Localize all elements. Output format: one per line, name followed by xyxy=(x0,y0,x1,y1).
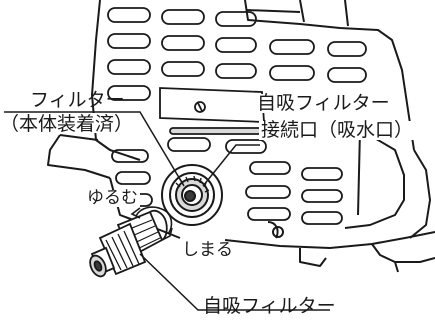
center-panel xyxy=(159,87,265,123)
leader-lines xyxy=(4,111,330,311)
filter-installed-sublabel: （本体装着済） xyxy=(0,113,134,135)
self-priming-filter-label: 自吸フィルター xyxy=(203,295,336,317)
self-priming-port-sublabel: 接続口（吸水口） xyxy=(259,119,416,141)
self-priming-port-label: 自吸フィルター xyxy=(255,92,392,114)
vent-slats xyxy=(107,7,367,225)
filter-installed-label: フィルター xyxy=(30,89,125,111)
self-priming-filter xyxy=(89,209,168,278)
curved-double-arrow-icon xyxy=(130,206,173,241)
pump-housing xyxy=(47,0,435,273)
tighten-label: しまる xyxy=(180,240,235,260)
loosen-label: ゆるむ xyxy=(85,188,140,208)
